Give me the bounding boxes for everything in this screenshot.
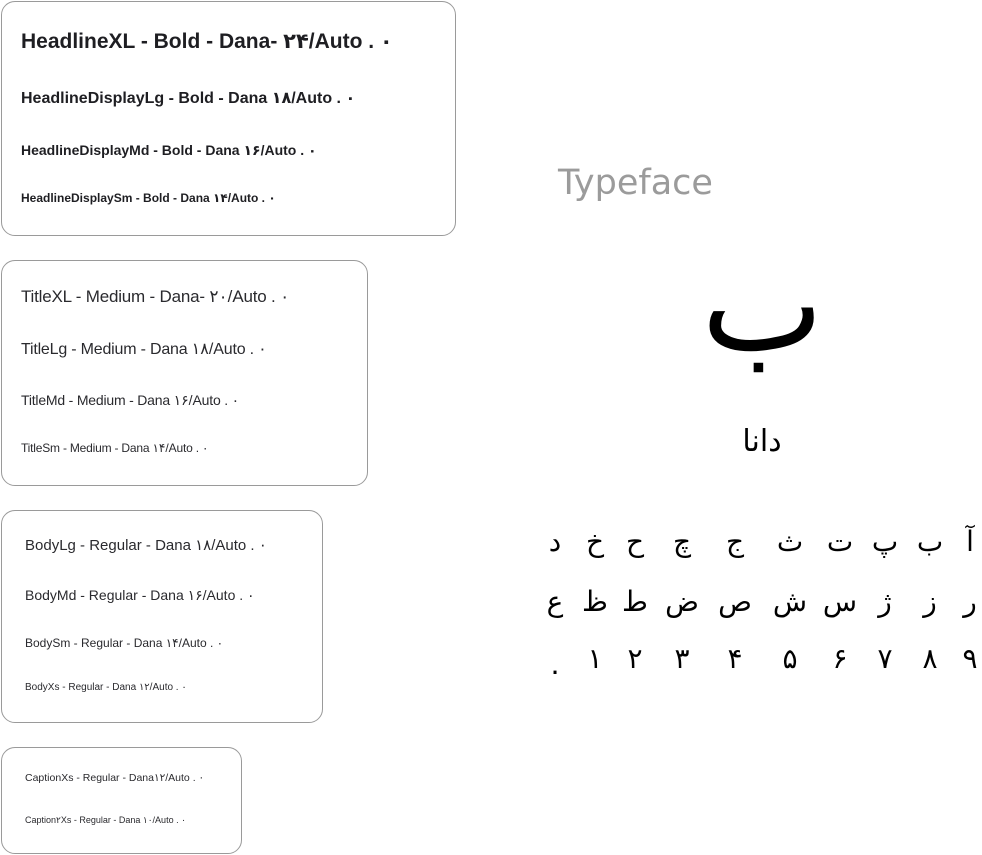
character-glyph: د	[548, 525, 562, 558]
headline-styles-card	[1, 1, 456, 236]
title-lg-sample: TitleLg - Medium - Dana ۱۸/Auto . ۰	[21, 341, 267, 358]
character-glyph: پ	[871, 525, 899, 558]
character-glyph: ج	[725, 525, 745, 558]
character-glyph: ب	[916, 525, 944, 558]
character-glyph: ۳	[674, 642, 690, 675]
character-glyph: س	[822, 585, 858, 618]
character-glyph: ۷	[877, 642, 893, 675]
character-glyph: ۶	[832, 642, 848, 675]
character-glyph: ط	[622, 585, 648, 618]
sample-glyph: ب	[701, 229, 824, 381]
headline-display-sm-sample: HeadlineDisplaySm - Bold - Dana ۱۴/Auto …	[21, 191, 276, 205]
caption-2xs-sample: Caption۲Xs - Regular - Dana ۱۰/Auto . ۰	[25, 815, 186, 825]
body-xs-sample: BodyXs - Regular - Dana ۱۲/Auto . ۰	[25, 682, 187, 693]
character-glyph: ۴	[727, 642, 743, 675]
body-lg-sample: BodyLg - Regular - Dana ۱۸/Auto . ۰	[25, 537, 267, 554]
character-glyph: ث	[776, 525, 804, 558]
character-glyph: ۸	[922, 642, 938, 675]
caption-styles-card	[1, 747, 242, 854]
title-xl-sample: TitleXL - Medium - Dana- ۲۰/Auto . ۰	[21, 287, 290, 306]
character-glyph: ظ	[582, 585, 608, 618]
character-glyph: ص	[718, 585, 752, 618]
character-glyph: آ	[966, 525, 974, 558]
character-glyph: ض	[665, 585, 699, 618]
body-md-sample: BodyMd - Regular - Dana ۱۶/Auto . ۰	[25, 587, 255, 603]
headline-display-md-sample: HeadlineDisplayMd - Bold - Dana ۱۶/Auto …	[21, 142, 317, 158]
character-glyph: ۱	[587, 642, 603, 675]
character-glyph: ز	[923, 585, 937, 618]
character-glyph: ح	[625, 525, 645, 558]
body-styles-card	[1, 510, 323, 723]
character-glyph: ۰	[547, 654, 563, 687]
character-glyph: ت	[826, 525, 854, 558]
character-glyph: ر	[963, 585, 977, 618]
headline-xl-sample: HeadlineXL - Bold - Dana- ۲۴/Auto . ۰	[21, 30, 393, 53]
body-sm-sample: BodySm - Regular - Dana ۱۴/Auto . ۰	[25, 636, 224, 650]
font-name: دانا	[742, 424, 782, 459]
headline-display-lg-sample: HeadlineDisplayLg - Bold - Dana ۱۸/Auto …	[21, 90, 356, 107]
character-glyph: ع	[546, 585, 564, 618]
typeface-heading: Typeface	[558, 163, 713, 203]
title-styles-card	[1, 260, 368, 486]
character-glyph: خ	[585, 525, 605, 558]
character-glyph: ژ	[878, 585, 892, 618]
title-md-sample: TitleMd - Medium - Dana ۱۶/Auto . ۰	[21, 392, 240, 408]
character-glyph: چ	[672, 525, 692, 558]
character-glyph: ۵	[782, 642, 798, 675]
character-glyph: ۲	[627, 642, 643, 675]
caption-xs-sample: CaptionXs - Regular - Dana۱۲/Auto . ۰	[25, 772, 205, 784]
character-glyph: ش	[772, 585, 808, 618]
character-glyph: ۹	[962, 642, 978, 675]
title-sm-sample: TitleSm - Medium - Dana ۱۴/Auto . ۰	[21, 441, 209, 455]
